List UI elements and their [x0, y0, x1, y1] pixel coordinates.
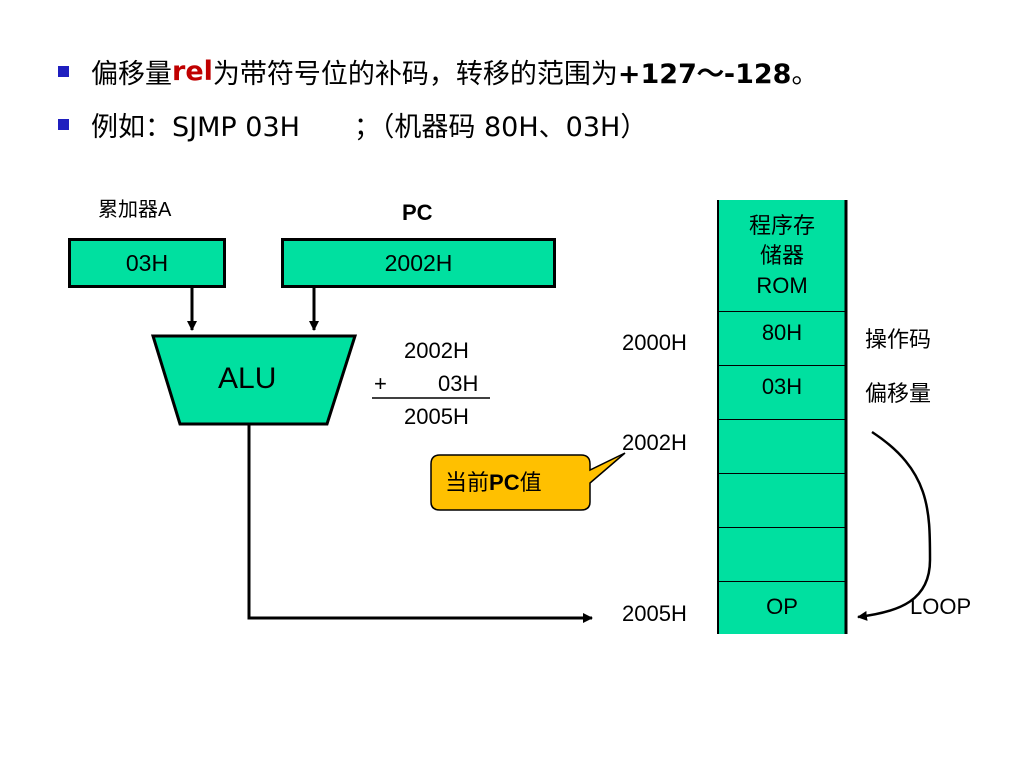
- bullet1-end: 。: [791, 59, 819, 90]
- memory-cell-2001: 03H: [718, 366, 846, 420]
- sum-operand-1: 2002H: [404, 338, 469, 363]
- memory-cell-value: 80H: [761, 320, 803, 345]
- rel-keyword: rel: [172, 56, 213, 87]
- pc-register-box: 2002H: [281, 238, 556, 288]
- sum-operand-2: 03H: [438, 371, 479, 396]
- callout-text-val: 值: [519, 470, 542, 495]
- offset-annotation: 偏移量: [865, 381, 932, 406]
- bullet1-part1: 偏移量: [91, 59, 172, 90]
- memory-cell-2004: [718, 528, 846, 582]
- callout-text: 当前PC值: [445, 465, 542, 497]
- memory-title: 程序存 储器 ROM: [718, 200, 846, 312]
- bullet-line-2: 例如：SJMP 03H ；（机器码 80H、03H）: [58, 105, 647, 144]
- memory-cell-2005: OP: [718, 582, 846, 634]
- bullet-marker: [58, 66, 69, 77]
- loop-arrow: [857, 430, 932, 621]
- memory-title-line1: 程序存: [748, 212, 815, 238]
- memory-title-line3: ROM: [756, 272, 808, 298]
- callout-text-pc: PC: [489, 470, 520, 495]
- alu-shape: [150, 334, 358, 426]
- alu-output-arrow: [247, 424, 593, 623]
- sum-result: 2005H: [404, 404, 469, 429]
- bullet-marker: [58, 119, 69, 130]
- memory-cell-2002: [718, 420, 846, 474]
- memory-cell-2000: 80H: [718, 312, 846, 366]
- opcode-annotation: 操作码: [865, 327, 932, 352]
- bullet1-part2: 为带符号位的补码，转移的范围为: [212, 59, 618, 90]
- range-value: +127～-128: [617, 59, 792, 90]
- bullet-line-1: 偏移量 rel 为带符号位的补码，转移的范围为 +127～-128 。: [58, 52, 818, 91]
- callout-text-cn: 当前: [445, 470, 490, 495]
- sum-plus-sign: +: [374, 371, 387, 396]
- pc-label: PC: [402, 200, 433, 225]
- bullet2-text: 例如：SJMP 03H ；（机器码 80H、03H）: [91, 112, 648, 143]
- loop-label: LOOP: [910, 594, 972, 619]
- alu-label: ALU: [218, 362, 277, 395]
- address-2005: 2005H: [622, 601, 687, 626]
- pc-register-value: 2002H: [384, 249, 453, 276]
- memory-cell-2003: [718, 474, 846, 528]
- memory-column: [718, 200, 846, 634]
- address-2000: 2000H: [622, 330, 687, 355]
- callout-bubble: [430, 452, 626, 511]
- accumulator-label: 累加器A: [98, 199, 172, 221]
- memory-title-line2: 储器: [759, 242, 804, 268]
- memory-cell-value: 03H: [761, 374, 803, 399]
- accumulator-value: 03H: [125, 249, 169, 276]
- address-2002: 2002H: [622, 430, 687, 455]
- memory-cell-value: OP: [766, 594, 798, 619]
- accumulator-box: 03H: [68, 238, 226, 288]
